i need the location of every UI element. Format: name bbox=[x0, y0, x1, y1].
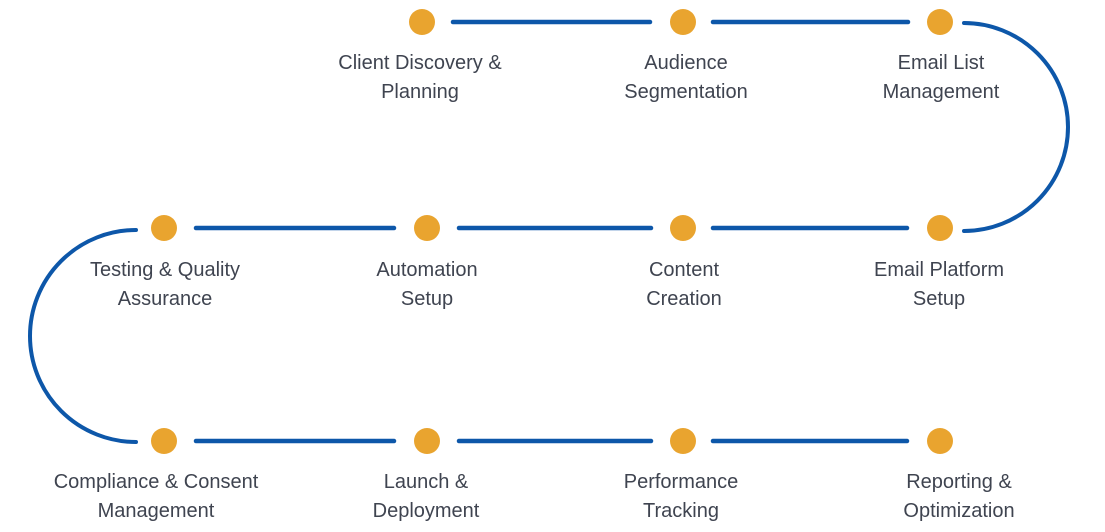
step-dot bbox=[414, 428, 440, 454]
step-label-content-creation: Content Creation bbox=[646, 259, 722, 310]
step-label-launch-deployment: Launch & Deployment bbox=[372, 471, 480, 522]
step-label-automation-setup: Automation Setup bbox=[376, 259, 478, 310]
step-label-performance-tracking: Performance Tracking bbox=[623, 471, 739, 522]
step-dot bbox=[670, 215, 696, 241]
connector-curve-right bbox=[962, 21, 1070, 233]
step-dot bbox=[670, 428, 696, 454]
connector-curve-left bbox=[28, 228, 138, 444]
step-dot bbox=[151, 428, 177, 454]
step-dot bbox=[151, 215, 177, 241]
step-dot bbox=[927, 9, 953, 35]
step-label-email-list-management: Email List Management bbox=[882, 52, 1000, 103]
step-dot bbox=[670, 9, 696, 35]
step-label-compliance-consent-management: Compliance & Consent Management bbox=[53, 471, 259, 522]
step-dot bbox=[927, 215, 953, 241]
step-dot bbox=[409, 9, 435, 35]
step-label-client-discovery-planning: Client Discovery & Planning bbox=[338, 52, 502, 103]
step-dot bbox=[927, 428, 953, 454]
step-label-reporting-optimization: Reporting & Optimization bbox=[903, 471, 1015, 522]
step-label-testing-quality-assurance: Testing & Quality Assurance bbox=[89, 259, 241, 310]
step-dot bbox=[414, 215, 440, 241]
step-label-email-platform-setup: Email Platform Setup bbox=[873, 259, 1005, 310]
step-label-audience-segmentation: Audience Segmentation bbox=[624, 52, 748, 103]
